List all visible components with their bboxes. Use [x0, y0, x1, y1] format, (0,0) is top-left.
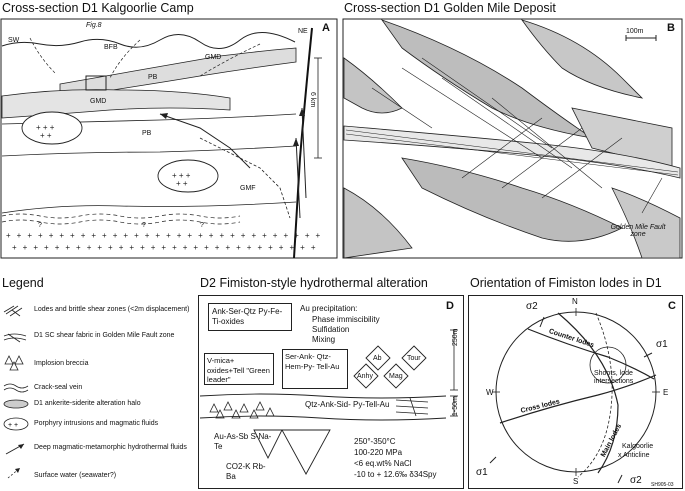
- label-fig8: Fig.8: [86, 22, 102, 29]
- stereonet: [489, 308, 660, 484]
- diamond-tour: Tour: [407, 355, 421, 362]
- panel-d-frame: [198, 295, 464, 489]
- legend-item-6: Deep magmatic-metamorphic hydrothermal f…: [34, 444, 187, 451]
- svg-text:+ + +: + + +: [36, 123, 55, 132]
- label-pb-mid: PB: [142, 130, 152, 137]
- porphyry-icon: + +: [3, 417, 29, 431]
- legend-item-7: Surface water (seawater?): [34, 472, 117, 479]
- tri2-label: CO2-K Rb-Ba: [226, 462, 266, 481]
- svg-text:+ + +: + + +: [172, 171, 191, 180]
- cond-0: 250°-350°C: [354, 437, 396, 446]
- panel-a-title: Cross-section D1 Kalgoorlie Camp: [2, 1, 194, 15]
- surface-water-arrow-icon: [7, 467, 21, 479]
- box-ser-ank: Ser-Ank- Qtz-Hem-Py- Tell-Au: [282, 349, 348, 389]
- legend-icons: + +: [3, 305, 29, 479]
- legend-item-5: Porphyry intrusions and magmatic fluids: [34, 420, 159, 427]
- sc-fabric-icon: [3, 333, 27, 343]
- tri1-label: Au-As-Sb S-Na-Te: [214, 432, 272, 451]
- legend-item-2: Implosion breccia: [34, 360, 89, 367]
- diamond-anhy: Anhy: [357, 373, 373, 380]
- svg-text:+ +: + +: [40, 131, 52, 140]
- label-ne: NE: [298, 28, 308, 35]
- label-gmd-top: GMD: [205, 54, 222, 61]
- au-line-1: Sulfidation: [312, 325, 350, 334]
- panel-a-frame: + + + + + + + + + + ++++++++++++++++++++…: [0, 18, 338, 259]
- legend-item-1: D1 SC shear fabric in Golden Mile Fault …: [34, 332, 175, 339]
- scale-250: 250m: [452, 328, 459, 346]
- compass-e: E: [663, 388, 669, 397]
- box-ank-ser: Ank-Ser-Qtz Py-Fe-Ti-oxides: [208, 303, 292, 331]
- sigma1-right: σ1: [656, 339, 668, 350]
- compass-n: N: [572, 297, 578, 306]
- core-label: Qtz-Ank-Sid- Py-Tell-Au: [305, 400, 390, 409]
- panel-d-letter: D: [446, 300, 454, 312]
- cond-1: 100-220 MPa: [354, 448, 403, 457]
- label-sw: SW: [8, 37, 20, 44]
- panel-d-title: D2 Fimiston-style hydrothermal alteratio…: [200, 276, 428, 290]
- scale-bars: [450, 329, 458, 417]
- shear-zone-icon: [3, 305, 23, 317]
- core-vein-band: [199, 393, 447, 421]
- legend-item-0: Lodes and brittle shear zones (<2m displ…: [34, 306, 190, 313]
- cond-2: <6 eq.wt% NaCl: [354, 459, 412, 468]
- panel-b-letter: B: [667, 22, 675, 34]
- label-depth: 6 km: [309, 92, 316, 108]
- sigma2-bottom: σ2: [630, 475, 642, 486]
- box-v-mica: V-mica+ oxides+Tell "Green leader": [204, 353, 274, 385]
- sigma2-top: σ2: [526, 301, 538, 312]
- crack-seal-icon: [3, 383, 29, 393]
- svg-text:+++++++++++++++++++++++++++++: +++++++++++++++++++++++++++++: [12, 243, 321, 252]
- deep-fluid-arrow-icon: [5, 443, 25, 455]
- anticline-label: x Anticline: [618, 452, 650, 459]
- panel-c-title: Orientation of Fimiston lodes in D1: [470, 276, 662, 290]
- shoots-label: Shoots, lode intersections: [594, 370, 634, 385]
- alteration-halo-icon: [3, 399, 29, 409]
- compass-w: W: [486, 388, 494, 397]
- label-q3: ?: [200, 222, 204, 229]
- legend-title: Legend: [2, 276, 44, 290]
- label-bfb: BFB: [104, 44, 118, 51]
- legend-item-3: Crack-seal vein: [34, 384, 83, 391]
- figure-id: SH905-03: [651, 482, 674, 488]
- fault-label: Golden Mile Fault zone: [610, 224, 666, 238]
- scale-bar-label: 100m: [626, 28, 644, 35]
- breccia-icon: [4, 355, 24, 371]
- sigma1-left: σ1: [476, 467, 488, 478]
- au-line-2: Mixing: [312, 335, 336, 344]
- panel-b-title: Cross-section D1 Golden Mile Deposit: [344, 1, 556, 15]
- panel-c-frame: [468, 295, 683, 489]
- label-q1: ?: [38, 222, 42, 229]
- scale-50: 1-50m: [452, 396, 459, 416]
- label-gmf: GMF: [240, 185, 256, 192]
- cond-3: -10 to + 12.6‰ δ34Spy: [354, 470, 437, 479]
- label-gmd-left: GMD: [90, 98, 107, 105]
- panel-b-frame: [342, 18, 683, 259]
- panel-c-letter: C: [668, 300, 676, 312]
- svg-text:++++++++++++++++++++++++++++++: ++++++++++++++++++++++++++++++: [6, 231, 326, 240]
- svg-text:+ +: + +: [8, 422, 18, 429]
- kalgoorlie-label: Kalgoorlie: [622, 443, 654, 450]
- compass-s: S: [573, 477, 579, 486]
- mineral-diamonds: [353, 345, 427, 389]
- legend-item-4: D1 ankerite-siderite alteration halo: [34, 400, 141, 407]
- gradient-triangles: [253, 429, 331, 475]
- porphyry-body-left: [21, 111, 83, 145]
- diamond-mag: Mag: [389, 373, 403, 380]
- label-q2: ?: [142, 222, 146, 229]
- panel-a-letter: A: [322, 22, 330, 34]
- porphyry-body-right: [157, 159, 219, 193]
- au-line-0: Phase immiscibility: [312, 315, 380, 324]
- au-title: Au precipitation:: [300, 304, 358, 313]
- svg-text:+ +: + +: [176, 179, 188, 188]
- label-pb-top: PB: [148, 74, 158, 81]
- diamond-ab: Ab: [373, 355, 382, 362]
